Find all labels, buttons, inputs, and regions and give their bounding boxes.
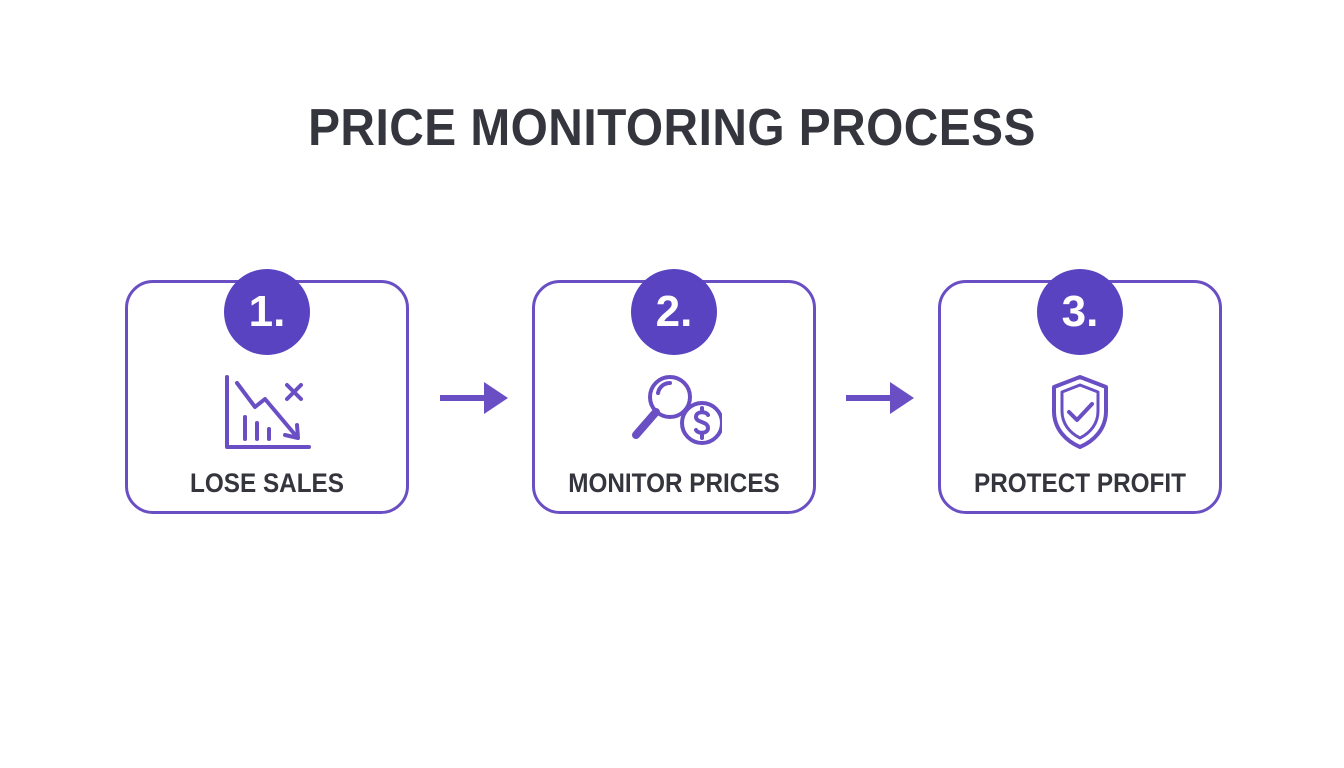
step-number-badge: 2. xyxy=(631,269,717,355)
step-card-protect-profit: 3. PROTECT PROFIT xyxy=(938,269,1222,514)
step-label: LOSE SALES xyxy=(190,468,344,498)
step-card-lose-sales: 1. LOSE SALES xyxy=(125,269,409,514)
diagram-title: PRICE MONITORING PROCESS xyxy=(308,99,1036,157)
step-number-badge: 1. xyxy=(224,269,310,355)
shield-check-icon xyxy=(1032,371,1128,455)
step-number-badge: 3. xyxy=(1037,269,1123,355)
step-label: PROTECT PROFIT xyxy=(974,468,1186,498)
declining-sales-chart-icon xyxy=(219,371,315,455)
magnifier-dollar-icon xyxy=(626,371,722,455)
step-label: MONITOR PRICES xyxy=(568,468,780,498)
step-card-monitor-prices: 2. MONITOR PRICES xyxy=(532,269,816,514)
arrow-right-icon xyxy=(440,380,510,416)
arrow-right-icon xyxy=(846,380,916,416)
